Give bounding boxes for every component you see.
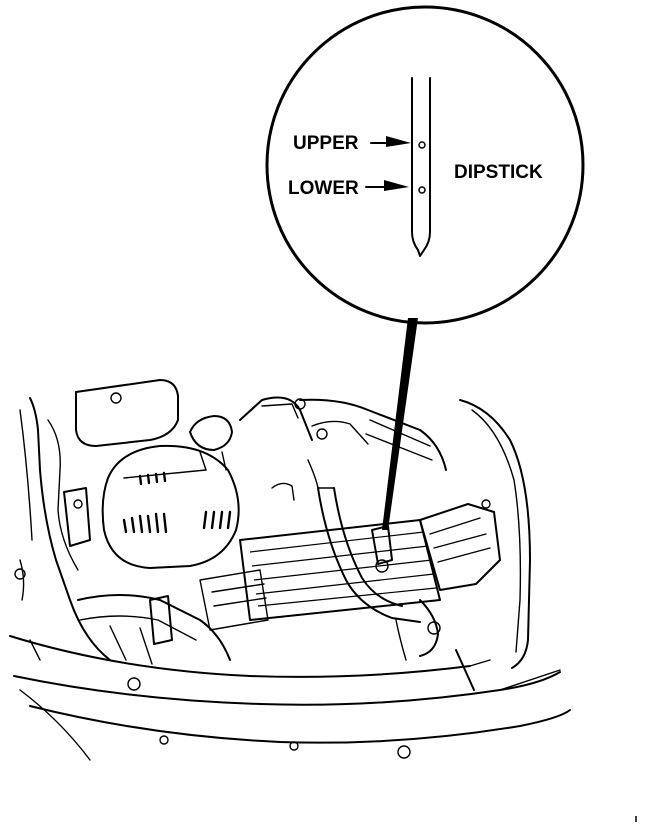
dipstick-handle [371, 525, 393, 573]
lower-pointer-icon [365, 180, 409, 191]
callout-circle [265, 5, 585, 325]
vent-slots [122, 471, 232, 534]
engine-bay-drawing [9, 379, 571, 761]
dipstick-label: DIPSTICK [454, 162, 543, 183]
upper-pointer-icon [370, 136, 411, 147]
lower-label: LOWER [288, 178, 359, 199]
upper-label: UPPER [293, 133, 359, 154]
callout-magnifier: UPPER LOWER DIPSTICK [265, 5, 585, 325]
dipstick-icon [411, 77, 431, 257]
leader-line [382, 318, 418, 530]
